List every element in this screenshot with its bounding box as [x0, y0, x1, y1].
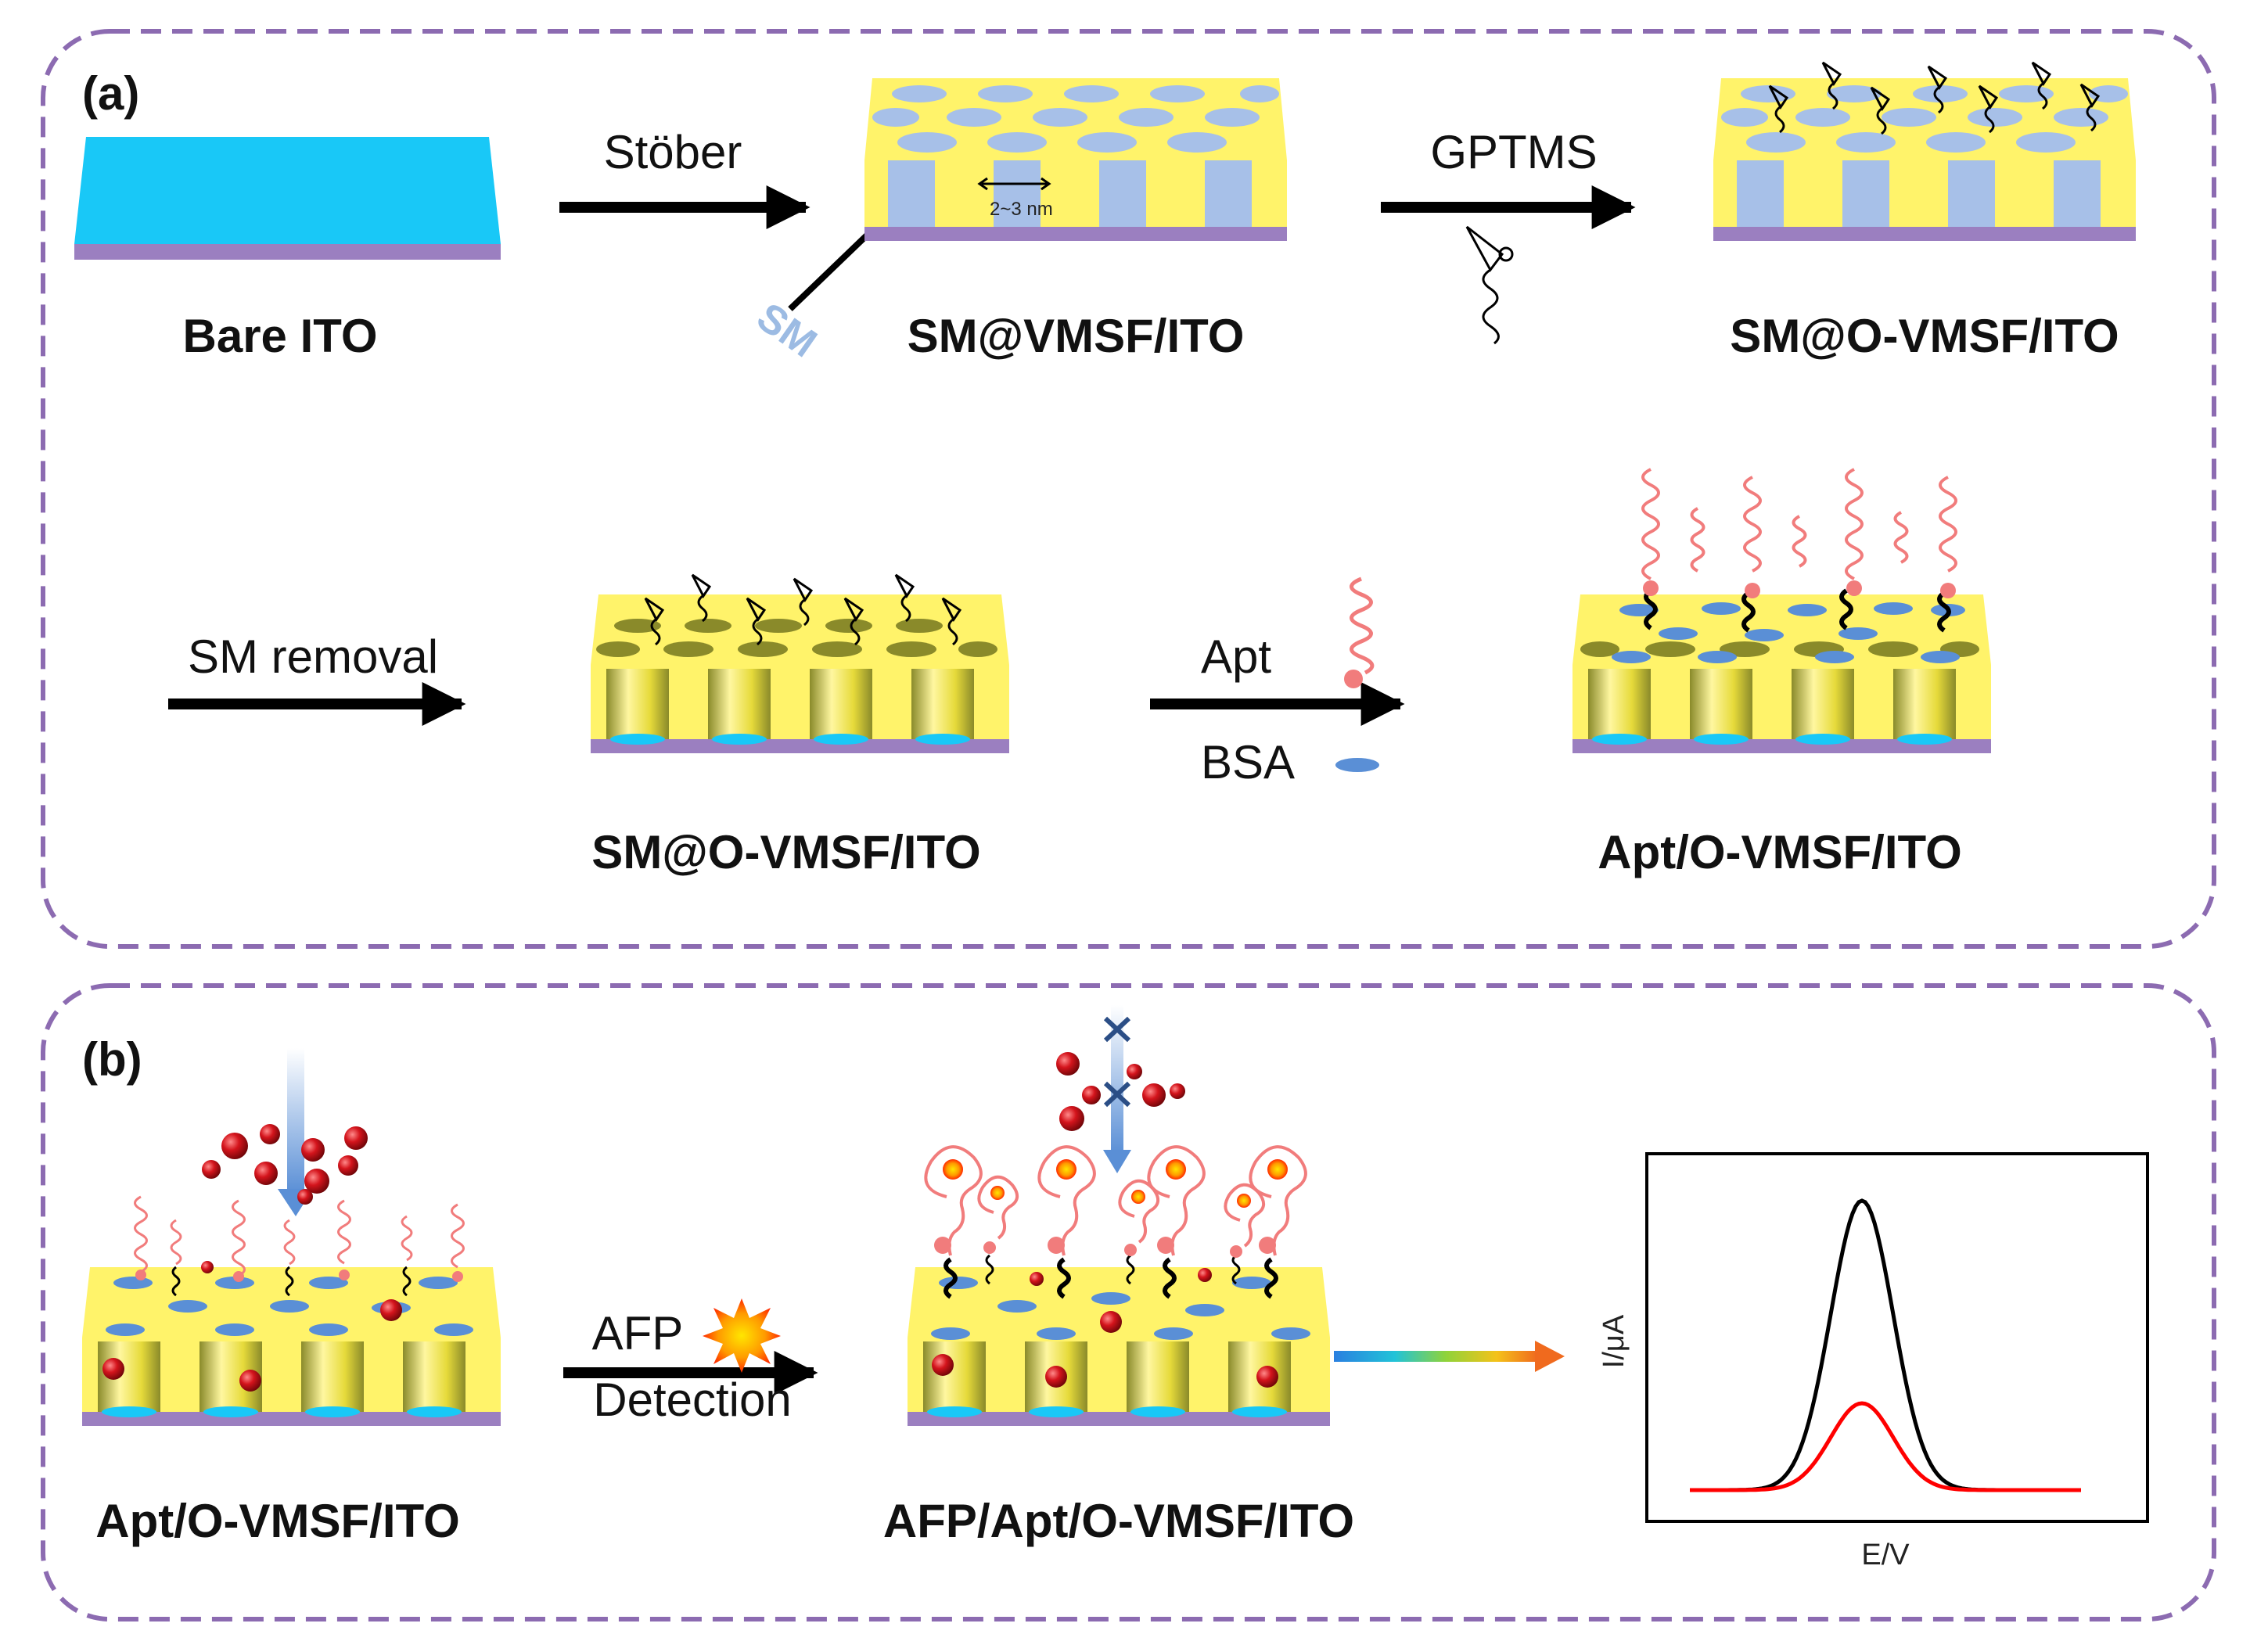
stage-label-bare-ito: Bare ITO — [183, 310, 378, 362]
panel-a-frame — [41, 29, 2216, 949]
step-label-detection: Detection — [593, 1374, 791, 1426]
film-afp-bound — [908, 1005, 1330, 1426]
pore-size-label: 2~3 nm — [990, 199, 1053, 220]
step-label-afp: AFP — [592, 1307, 684, 1359]
bare-ito-slab — [74, 137, 501, 260]
film-apt-o-vmsf — [1572, 468, 1991, 753]
dpv-plot: E/V I/μA — [1598, 1152, 2149, 1571]
stage-label-sm-o-vmsf-ito-top: SM@O-VMSF/ITO — [1730, 310, 2119, 362]
film-apt-o-vmsf-with-afp — [82, 1048, 501, 1426]
stage-label-apt-o-vmsf-ito-b: Apt/O-VMSF/ITO — [95, 1495, 460, 1547]
step-label-apt: Apt — [1201, 630, 1271, 683]
film-sm-o-vmsf — [1713, 61, 2136, 241]
film-open-pores-gptms — [591, 573, 1009, 753]
rainbow-arrow — [1334, 1341, 1565, 1372]
panel-a-tag: (a) — [82, 67, 139, 120]
stage-label-afp-apt-o-vmsf-ito: AFP/Apt/O-VMSF/ITO — [883, 1495, 1354, 1547]
film-sm-vmsf — [864, 78, 1287, 241]
panel-b-tag: (b) — [82, 1033, 142, 1086]
afp-burst-icon — [703, 1298, 781, 1373]
sm-tag: SM — [749, 294, 825, 366]
panel-b-frame — [41, 983, 2216, 1621]
stage-label-sm-vmsf-ito: SM@VMSF/ITO — [908, 310, 1245, 362]
stage-label-sm-o-vmsf-ito-bottom: SM@O-VMSF/ITO — [591, 826, 980, 878]
step-label-gptms: GPTMS — [1430, 126, 1597, 178]
step-label-bsa: BSA — [1201, 736, 1295, 788]
plot-xlabel: E/V — [1861, 1539, 1910, 1571]
stage-label-apt-o-vmsf-ito-a: Apt/O-VMSF/ITO — [1598, 826, 1962, 878]
plot-ylabel: I/μA — [1598, 1314, 1630, 1368]
gptms-molecule-icon — [1465, 225, 1514, 345]
step-label-stober: Stöber — [604, 126, 742, 178]
step-label-sm-removal: SM removal — [188, 630, 438, 683]
trace-low-current — [1690, 1401, 2081, 1492]
aptamer-icon — [1344, 576, 1375, 688]
bsa-icon — [1335, 758, 1379, 772]
